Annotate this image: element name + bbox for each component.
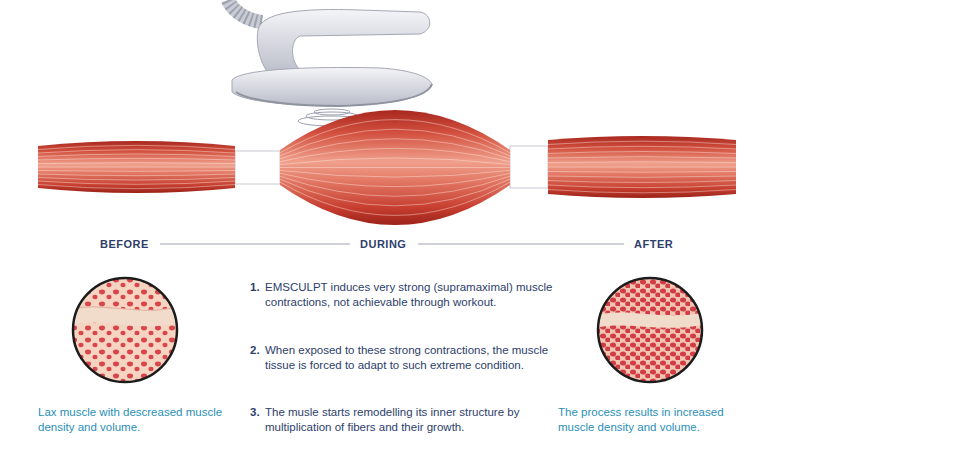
muscle-fiber (38, 178, 235, 181)
device-body (232, 68, 432, 107)
step-text: When exposed to these strong contraction… (265, 343, 555, 373)
muscle-fiber (280, 170, 510, 177)
caption-text: Lax muscle with descreased muscle densit… (38, 405, 228, 435)
muscle-fiber (280, 129, 510, 156)
callout-number: 1. (250, 280, 264, 295)
muscle (280, 110, 510, 225)
callout-number: 2. (250, 343, 264, 358)
caption-text: The process results in increased muscle … (558, 405, 758, 435)
muscle-fiber (548, 181, 736, 183)
muscle (38, 141, 235, 193)
muscle-fiber (38, 154, 235, 157)
muscle-fiber (280, 158, 510, 165)
muscle-fiber (280, 167, 510, 168)
cross-section-outline (598, 278, 702, 382)
muscle-fiber (38, 185, 235, 189)
muscle-fiber (38, 167, 235, 168)
callout-number: 3. (250, 405, 264, 420)
muscle-fiber (280, 182, 510, 215)
muscle-fiber (548, 146, 736, 149)
muscle-fiber (548, 167, 736, 168)
muscle-fiber (548, 185, 736, 188)
device-edge (236, 84, 432, 106)
muscles (38, 110, 736, 225)
muscle-fiber (548, 190, 736, 193)
muscle-fiber (38, 145, 235, 149)
cross-section-outline (73, 278, 177, 382)
muscle-fiber (280, 148, 510, 161)
muscle (548, 136, 736, 198)
muscle-fiber (280, 139, 510, 159)
stage-heading: DURING (356, 237, 410, 252)
device-handle (257, 10, 429, 76)
muscle-fiber (280, 176, 510, 196)
muscle-fiber (280, 173, 510, 186)
muscle-fiber (280, 120, 510, 153)
stage-heading: AFTER (630, 237, 677, 252)
muscle-fiber (38, 158, 235, 160)
timeline (418, 244, 624, 245)
muscle-fiber (548, 176, 736, 177)
muscle-fiber (548, 157, 736, 158)
step-text: The musle starts remodelling its inner s… (265, 405, 555, 435)
stage-heading: BEFORE (96, 237, 153, 252)
muscle-fiber (548, 161, 736, 163)
muscle-fiber (38, 150, 235, 153)
timeline (160, 244, 350, 245)
muscle-fiber (38, 162, 235, 164)
cable-coil (228, 0, 262, 22)
muscle-fiber (38, 170, 235, 172)
muscle-fiber (548, 141, 736, 144)
muscle-fiber (280, 179, 510, 206)
step-text: EMSCULPT induces very strong (supramaxim… (265, 280, 555, 310)
muscle-fiber (38, 174, 235, 176)
cross-section-before (70, 275, 180, 385)
muscle-fiber (38, 181, 235, 184)
cable (228, 0, 262, 22)
muscle-fiber (548, 171, 736, 173)
cross-section-after (595, 275, 705, 385)
muscle-fiber (548, 152, 736, 154)
